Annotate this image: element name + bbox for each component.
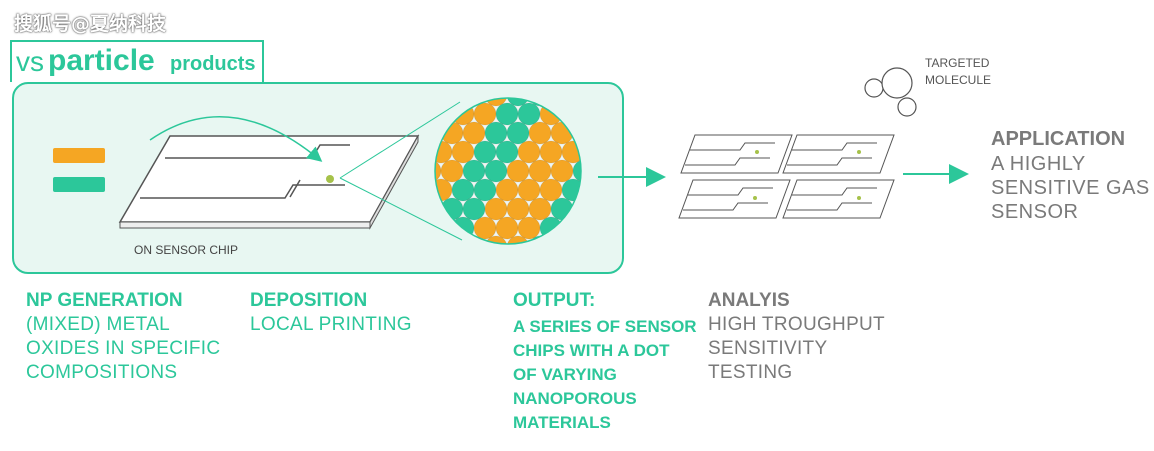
deposited-dot [326, 175, 334, 183]
nanoparticle [550, 98, 574, 107]
analysis-desc: HIGH TROUGHPUT SENSITIVITY TESTING [708, 314, 885, 383]
watermark-text: 搜狐号@夏纳科技 [14, 13, 167, 35]
nanoparticle [462, 121, 486, 145]
nanoparticle [539, 140, 563, 164]
nanoparticle [517, 140, 541, 164]
nanoparticle [484, 98, 508, 107]
nanoparticle [462, 159, 486, 183]
brand-logo-vs: vs [16, 46, 44, 77]
nanoparticle [506, 197, 530, 221]
nanoparticle [561, 102, 581, 126]
nanoparticle [462, 197, 486, 221]
nanoparticle [561, 216, 581, 240]
nanoparticle [528, 121, 552, 145]
nanoparticle [484, 197, 508, 221]
nanoparticle [572, 159, 581, 183]
nanoparticle [435, 235, 442, 244]
analysis-title: ANALYIS [708, 290, 790, 311]
nanoparticle [473, 216, 497, 240]
nanoparticle [451, 140, 475, 164]
nanoparticle [435, 98, 442, 107]
output-desc: A SERIES OF SENSOR CHIPS WITH A DOT OF V… [513, 317, 697, 432]
nanoparticle [435, 140, 453, 164]
deposition-desc: LOCAL PRINTING [250, 314, 412, 335]
nanoparticle [451, 178, 475, 202]
chip-label: ON SENSOR CHIP [134, 243, 239, 257]
nanoparticle [484, 121, 508, 145]
brand-header-frame [10, 40, 264, 82]
molecule-label: TARGETED MOLECULE [925, 56, 992, 87]
nanoparticle [539, 178, 563, 202]
output-title: OUTPUT: [513, 290, 596, 311]
targeted-molecule-icon [864, 67, 917, 117]
nanoparticle [435, 178, 453, 202]
nanoparticle [440, 159, 464, 183]
nanoparticle [550, 159, 574, 183]
brand-products-label: products [170, 53, 256, 75]
nanoparticle [506, 98, 530, 107]
nanoparticle [435, 197, 442, 221]
deposition-title: DEPOSITION [250, 290, 368, 311]
orange-material-swatch [53, 148, 105, 163]
nanoparticle [517, 178, 541, 202]
nanoparticle [435, 159, 442, 183]
nanoparticle [473, 178, 497, 202]
np-generation-desc: (MIXED) METAL OXIDES IN SPECIFIC COMPOSI… [26, 314, 221, 383]
nanoparticle [550, 235, 574, 244]
nanoparticle [528, 159, 552, 183]
nanoparticle [572, 197, 581, 221]
nanoparticle [517, 102, 541, 126]
nanoparticle [495, 216, 519, 240]
nanoparticle [572, 98, 581, 107]
nanoparticle [517, 216, 541, 240]
nanoparticle [473, 140, 497, 164]
nanoparticle [473, 102, 497, 126]
nanoparticle [528, 197, 552, 221]
nanoparticle [506, 235, 530, 244]
nanoparticle [495, 178, 519, 202]
sensor-chip-illustration [118, 134, 420, 230]
teal-material-swatch [53, 177, 105, 192]
application-title: APPLICATION [991, 128, 1126, 150]
application-desc: A HIGHLY SENSITIVE GAS SENSOR [991, 153, 1150, 223]
sensor-chip-array [678, 134, 895, 219]
nanoparticle [495, 140, 519, 164]
nanoparticle [484, 235, 508, 244]
nanoparticle [572, 121, 581, 145]
np-generation-title: NP GENERATION [26, 290, 183, 311]
brand-logo-particle: particle [48, 44, 155, 77]
deposition-arrow [149, 116, 323, 162]
nanoparticle [484, 159, 508, 183]
nanoparticle [506, 159, 530, 183]
nanoparticle [495, 102, 519, 126]
nanoparticle [572, 235, 581, 244]
nanoparticle [506, 121, 530, 145]
nanoparticle [435, 216, 453, 240]
